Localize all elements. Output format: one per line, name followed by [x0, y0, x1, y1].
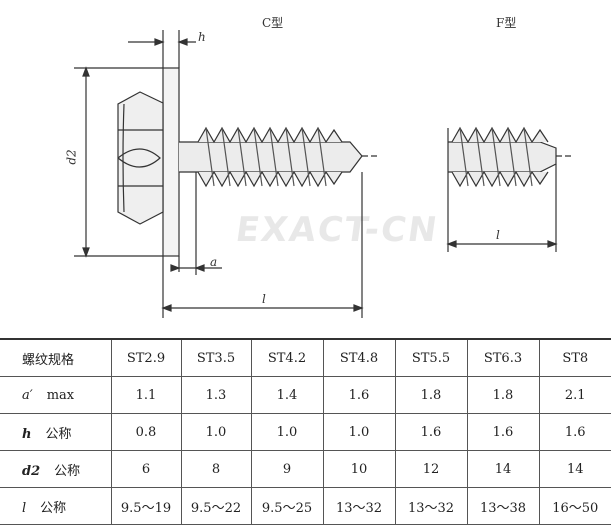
table-cell: 1.6 — [394, 413, 468, 451]
table-cell: 8 — [180, 450, 252, 488]
row-label-text: 公称 — [40, 500, 67, 516]
dim-a-label: a — [210, 255, 218, 269]
screw-svg — [74, 30, 572, 318]
thread-bottom — [197, 170, 343, 188]
table-cell: 16～50 — [538, 487, 611, 525]
table-cell: 1.6 — [322, 376, 396, 414]
f-thread-bottom — [451, 170, 549, 188]
table-cell: 1.8 — [394, 376, 468, 414]
table-cell: 10 — [322, 450, 396, 488]
spec-table: 螺纹规格 ST2.9 ST3.5 ST4.2 ST4.8 ST5.5 ST6.3… — [0, 338, 611, 525]
row-label: l 公称 — [0, 487, 112, 525]
table-cell: 1.3 — [180, 376, 252, 414]
header-cell: ST8 — [538, 338, 611, 377]
screw-drawing: EXACT-CN — [64, 16, 572, 318]
table-cell: 13～38 — [466, 487, 540, 525]
table-cell: 0.8 — [110, 413, 182, 451]
table-cell: 1.0 — [250, 413, 324, 451]
row-symbol: a′ — [22, 387, 33, 403]
f-type-label: F型 — [496, 16, 517, 30]
row-label: h 公称 — [0, 413, 112, 451]
row-label-text: max — [46, 387, 75, 403]
hex-head-socket — [117, 148, 161, 168]
header-cell: ST4.2 — [250, 338, 324, 377]
table-cell: 1.0 — [322, 413, 396, 451]
f-thread-top — [451, 126, 549, 144]
row-label-text: 公称 — [54, 463, 81, 479]
header-cell: ST3.5 — [180, 338, 252, 377]
header-cell: 螺纹规格 — [0, 338, 112, 377]
c-type-label: C型 — [262, 16, 284, 30]
table-cell: 13～32 — [394, 487, 468, 525]
table-row: d2 公称 6 8 9 10 12 14 14 — [0, 450, 611, 488]
table-cell: 14 — [538, 450, 611, 488]
dim-l-f-label: l — [496, 228, 500, 242]
screw-shank — [179, 141, 363, 173]
thread-helix — [205, 127, 327, 187]
table-cell: 1.6 — [466, 413, 540, 451]
table-cell: 9.5～25 — [250, 487, 324, 525]
table-cell: 9.5～22 — [180, 487, 252, 525]
dim-h-label: h — [198, 30, 206, 44]
dim-d2-label: d2 — [64, 149, 79, 165]
f-thread-helix — [459, 127, 533, 187]
table-row: a′ max 1.1 1.3 1.4 1.6 1.8 1.8 2.1 — [0, 376, 611, 414]
row-symbol: l — [22, 500, 27, 516]
table-header-row: 螺纹规格 ST2.9 ST3.5 ST4.2 ST4.8 ST5.5 ST6.3… — [0, 338, 611, 377]
table-cell: 14 — [466, 450, 540, 488]
table-cell: 13～32 — [322, 487, 396, 525]
table-row: h 公称 0.8 1.0 1.0 1.0 1.6 1.6 1.6 — [0, 413, 611, 451]
header-cell: ST6.3 — [466, 338, 540, 377]
table-cell: 9.5～19 — [110, 487, 182, 525]
header-cell: ST5.5 — [394, 338, 468, 377]
row-symbol: d2 — [22, 463, 41, 479]
header-cell: ST4.8 — [322, 338, 396, 377]
row-symbol: h — [22, 426, 32, 442]
hex-head-edges — [118, 129, 163, 187]
washer-flange — [162, 67, 180, 257]
table-row: l 公称 9.5～19 9.5～22 9.5～25 13～32 13～32 13～… — [0, 487, 611, 525]
hex-head — [117, 91, 164, 225]
header-cell: ST2.9 — [110, 338, 182, 377]
table-cell: 2.1 — [538, 376, 611, 414]
table-cell: 1.4 — [250, 376, 324, 414]
row-label: a′ max — [0, 376, 112, 414]
dim-l-c-label: l — [262, 292, 266, 306]
table-cell: 9 — [250, 450, 324, 488]
table-cell: 1.1 — [110, 376, 182, 414]
table-cell: 1.0 — [180, 413, 252, 451]
table-cell: 1.8 — [466, 376, 540, 414]
table-cell: 12 — [394, 450, 468, 488]
table-cell: 6 — [110, 450, 182, 488]
row-label-text: 公称 — [45, 426, 72, 442]
table-cell: 1.6 — [538, 413, 611, 451]
row-label: d2 公称 — [0, 450, 112, 488]
